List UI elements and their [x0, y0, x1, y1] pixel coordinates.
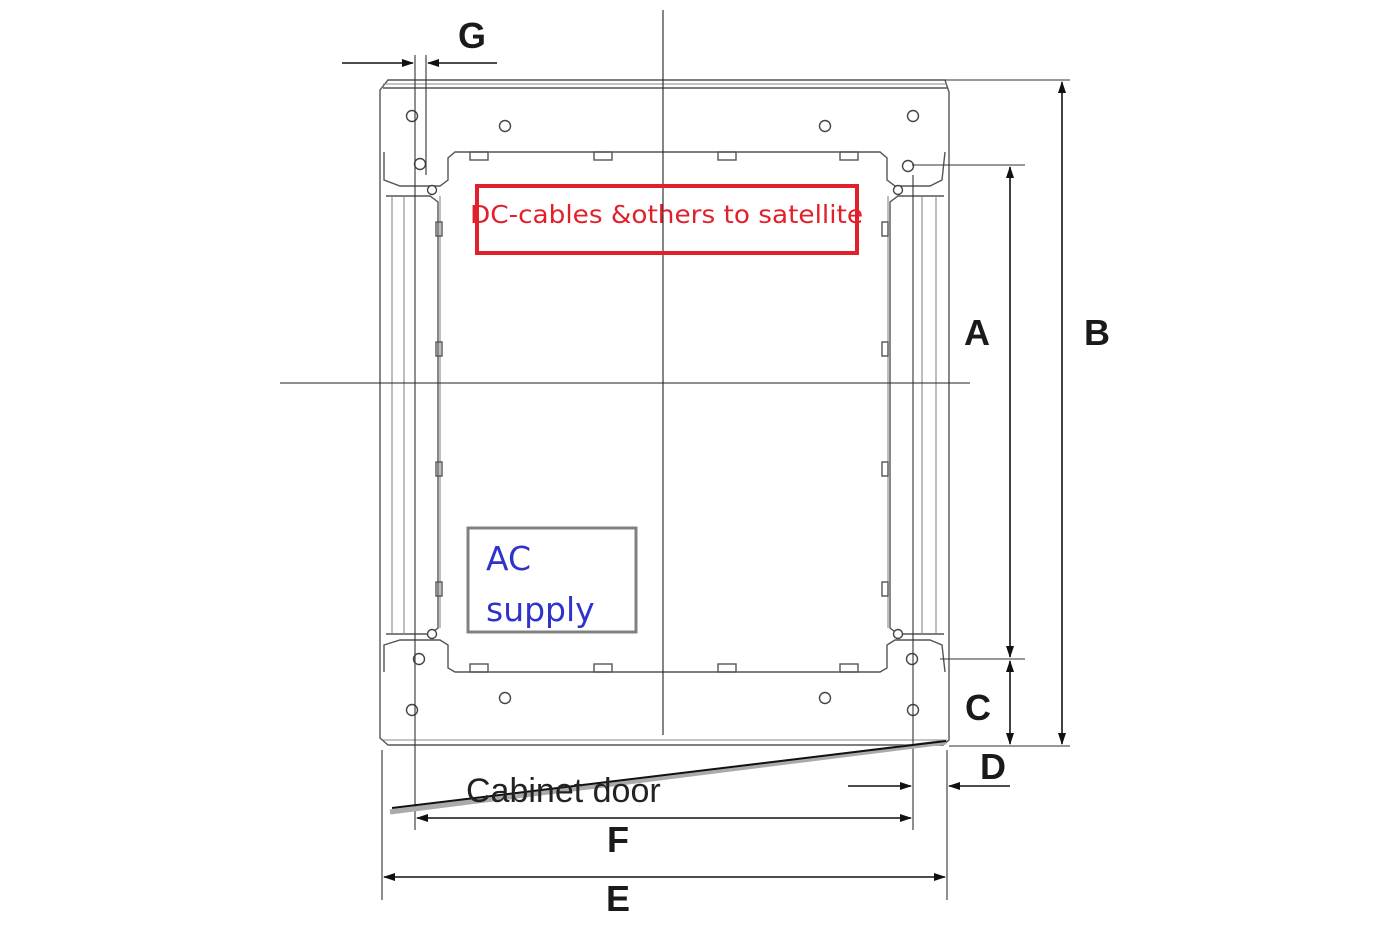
mounting-hole: [892, 628, 904, 640]
mounting-hole: [405, 109, 419, 123]
mounting-hole: [901, 159, 915, 173]
dimension-label-e: E: [606, 878, 630, 919]
mounting-hole: [818, 119, 832, 133]
dimension-label-g: G: [458, 15, 486, 56]
ac-supply-label-line1: AC: [486, 539, 531, 578]
ac-supply-label-line2: supply: [486, 590, 595, 629]
mounting-hole: [892, 184, 904, 196]
extension-lines: [381, 55, 1070, 900]
dimension-label-f: F: [607, 819, 629, 860]
cabinet-door-label: Cabinet door: [466, 772, 661, 810]
dimension-label-c: C: [965, 687, 991, 728]
mounting-hole: [413, 157, 427, 171]
cabinet-frame: [379, 79, 950, 746]
mounting-hole: [905, 652, 919, 666]
dimension-label-d: D: [980, 746, 1006, 787]
dc-cables-label: DC-cables &others to satellite: [470, 200, 863, 229]
mounting-hole: [498, 691, 512, 705]
dc-cables-box: [475, 184, 859, 255]
dimension-label-b: B: [1084, 312, 1110, 353]
ac-supply-callout: AC supply: [466, 526, 638, 634]
cabinet-door: [389, 739, 947, 815]
mounting-hole: [906, 109, 920, 123]
dimension-lines: [342, 59, 1066, 881]
mounting-hole: [426, 184, 438, 196]
mounting-hole: [412, 652, 426, 666]
dc-cables-callout: DC-cables &others to satellite: [470, 184, 863, 255]
ac-supply-box: [466, 526, 638, 634]
mounting-hole: [426, 628, 438, 640]
mounting-hole: [498, 119, 512, 133]
mounting-hole: [818, 691, 832, 705]
dimension-label-a: A: [964, 312, 990, 353]
mounting-hole: [405, 703, 419, 717]
